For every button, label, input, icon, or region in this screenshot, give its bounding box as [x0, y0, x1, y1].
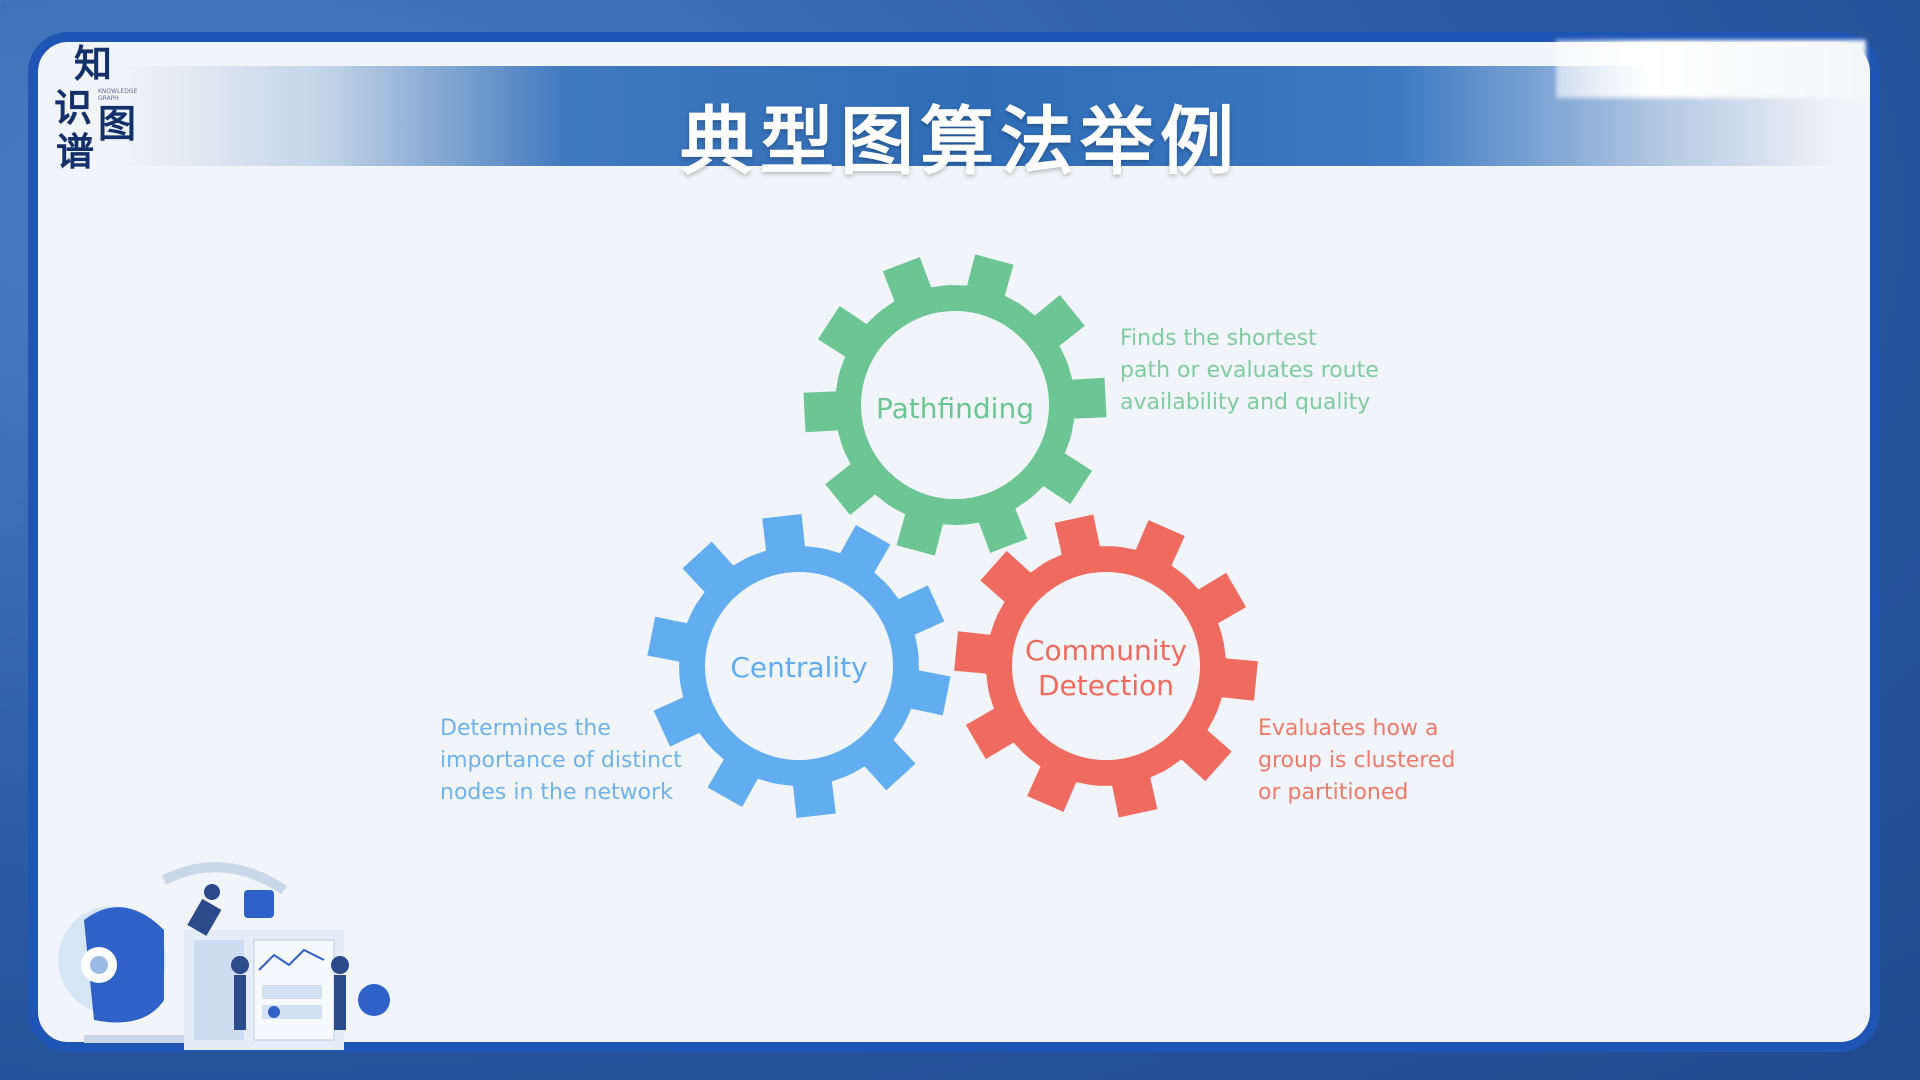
logo-tagline: KNOWLEDGE GRAPH [98, 88, 138, 102]
description-community-detection: Evaluates how a group is clustered or pa… [1258, 716, 1456, 805]
logo-char: 知 [74, 42, 113, 86]
gear-label-line: Community [1025, 634, 1187, 667]
gear-label-pathfinding: Pathfinding [876, 392, 1034, 425]
gear-label-centrality: Centrality [730, 651, 867, 684]
gear-label-line: Detection [1038, 669, 1174, 702]
knowledge-graph-logo: 知 识 图 谱 KNOWLEDGE GRAPH [52, 44, 152, 174]
gear-hole [705, 572, 893, 760]
blurred-watermark [1556, 40, 1866, 98]
gear-community-detection [954, 514, 1258, 818]
logo-char: 识 [54, 86, 93, 130]
slide-title: 典型图算法举例 [680, 99, 1240, 185]
gear-pathfinding [803, 254, 1107, 556]
gear-centrality [647, 514, 951, 818]
title-banner [120, 66, 1840, 166]
slide-frame [28, 32, 1880, 1052]
logo-char: 谱 [56, 130, 95, 174]
gear-hole [861, 311, 1049, 499]
gear-hole [1012, 572, 1200, 760]
description-centrality: Determines the importance of distinct no… [440, 716, 682, 805]
logo-char: 图 [98, 102, 137, 146]
ai-team-illustration [58, 862, 390, 1050]
description-pathfinding: Finds the shortest path or evaluates rou… [1120, 326, 1379, 415]
